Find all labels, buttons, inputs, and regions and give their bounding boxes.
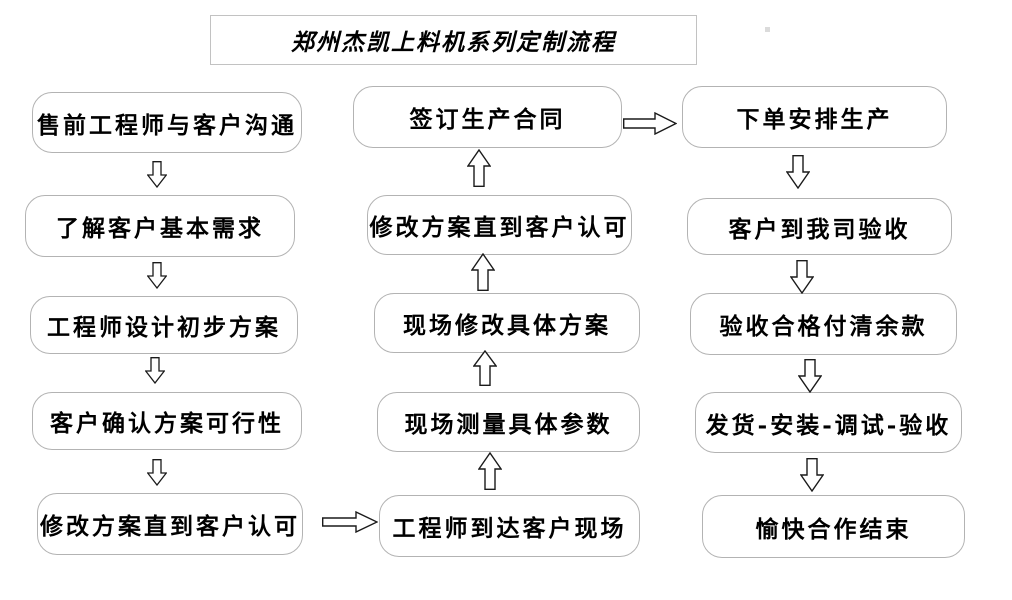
flow-node-onsite-revise-plan: 现场修改具体方案 — [374, 293, 640, 353]
flow-node-onsite-measure-params: 现场测量具体参数 — [377, 392, 640, 452]
flow-node-sign-contract: 签订生产合同 — [353, 86, 622, 148]
flow-node-pay-balance: 验收合格付清余款 — [690, 293, 957, 355]
flow-node-ship-install-debug-accept: 发货-安装-调试-验收 — [695, 392, 962, 453]
artifact-dot — [765, 27, 770, 32]
flow-node-label: 验收合格付清余款 — [719, 313, 928, 340]
flow-node-happy-cooperation-end: 愉快合作结束 — [702, 495, 965, 558]
arrow-down-icon — [145, 357, 165, 384]
flowchart-title-text: 郑州杰凯上料机系列定制流程 — [291, 29, 616, 56]
arrow-down-icon — [790, 260, 814, 294]
flow-node-label: 客户确认方案可行性 — [50, 410, 284, 437]
flow-node-understand-needs: 了解客户基本需求 — [25, 195, 295, 257]
arrow-right-icon — [623, 112, 677, 135]
flow-node-revise-until-approved-1: 修改方案直到客户认可 — [37, 493, 303, 555]
flow-node-label: 发货-安装-调试-验收 — [705, 411, 952, 439]
flow-node-order-production: 下单安排生产 — [682, 86, 947, 148]
flow-node-label: 了解客户基本需求 — [56, 215, 264, 242]
arrow-up-icon — [471, 253, 495, 291]
flow-node-label: 工程师到达客户现场 — [392, 515, 627, 542]
flow-node-label: 客户到我司验收 — [728, 215, 911, 243]
flow-node-initial-design: 工程师设计初步方案 — [30, 296, 298, 354]
arrow-up-icon — [467, 149, 491, 187]
flowchart-title: 郑州杰凯上料机系列定制流程 — [210, 15, 697, 65]
flow-node-label: 下单安排生产 — [736, 106, 893, 133]
flow-node-label: 现场修改具体方案 — [403, 312, 611, 339]
flow-node-customer-acceptance-visit: 客户到我司验收 — [687, 198, 952, 255]
arrow-up-icon — [473, 350, 497, 386]
flow-node-engineer-arrives-site: 工程师到达客户现场 — [379, 495, 640, 557]
arrow-down-icon — [798, 359, 822, 393]
flow-node-label: 愉快合作结束 — [755, 515, 912, 543]
arrow-down-icon — [147, 459, 167, 486]
flow-node-label: 售前工程师与客户沟通 — [37, 111, 297, 139]
flow-node-label: 工程师设计初步方案 — [47, 314, 281, 341]
flow-node-label: 签订生产合同 — [409, 106, 566, 133]
flow-node-label: 修改方案直到客户认可 — [40, 513, 300, 540]
arrow-down-icon — [147, 262, 167, 289]
arrow-right-icon — [322, 511, 378, 533]
flow-node-presales-communication: 售前工程师与客户沟通 — [32, 92, 302, 153]
arrow-up-icon — [478, 452, 502, 490]
flow-node-label: 现场测量具体参数 — [404, 411, 613, 438]
flow-node-revise-until-approved-2: 修改方案直到客户认可 — [367, 195, 632, 255]
flow-node-confirm-feasibility: 客户确认方案可行性 — [32, 392, 302, 450]
arrow-down-icon — [147, 161, 167, 188]
arrow-down-icon — [800, 458, 824, 492]
arrow-down-icon — [786, 155, 810, 189]
flow-node-label: 修改方案直到客户认可 — [369, 214, 630, 241]
